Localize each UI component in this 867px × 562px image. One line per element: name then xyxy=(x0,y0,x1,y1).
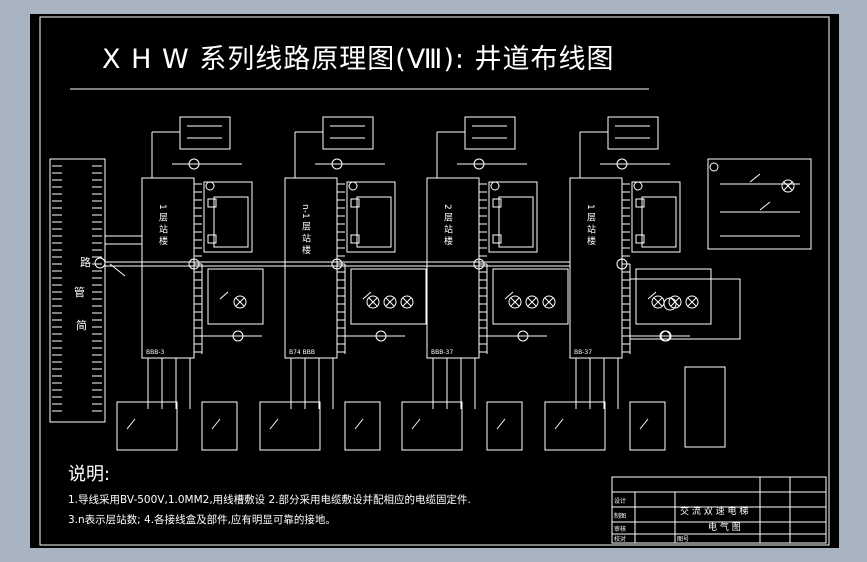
note-line-2: 3.n表示层站数; 4.各接线盒及部件,应有明显可靠的接地。 xyxy=(68,513,336,526)
floor-unit-label: 1 层 站 楼 xyxy=(585,204,596,246)
floor-unit-code: BBB-3 xyxy=(146,349,165,356)
floor-unit-code: BB-37 xyxy=(574,349,592,356)
tb-drawing: 电 气 图 xyxy=(708,521,741,533)
tb-label-design: 设计 xyxy=(614,497,626,505)
controller-label-1: 路 xyxy=(80,256,91,269)
floor-unit-code: BBB-37 xyxy=(431,349,453,356)
controller-cabinet: 路 管 简 xyxy=(49,158,106,423)
tb-label-draw: 制图 xyxy=(614,512,626,520)
floor-unit-label: n-1 层 站 楼 xyxy=(300,204,311,255)
floor-unit-3: 2 层 站 楼 BBB-37 xyxy=(401,116,569,451)
floor-unit-label: 1 层 站 楼 xyxy=(157,204,168,246)
wiring-diagram: X H W 系列线路原理图(Ⅷ): 井道布线图 路 管 简 1 层 站 楼 BBB… xyxy=(39,16,830,546)
floor-unit-code: B74 BBB xyxy=(289,349,315,356)
floor-unit-4: 1 层 站 楼 BB-37 xyxy=(544,116,712,451)
drawing-sheet: X H W 系列线路原理图(Ⅷ): 井道布线图 路 管 简 1 层 站 楼 BBB… xyxy=(30,14,839,548)
title-block: 设计 制图 审核 校对 图号 交 流 双 速 电 梯 电 气 图 xyxy=(611,476,827,544)
tb-label-proof: 校对 xyxy=(614,535,626,543)
drawing-border xyxy=(39,16,830,546)
pit-switch-boxes xyxy=(629,278,741,448)
controller-label-2: 管 xyxy=(74,285,85,299)
tb-project: 交 流 双 速 电 梯 xyxy=(680,505,748,517)
floor-unit-1: 1 层 站 楼 BBB-3 xyxy=(116,116,264,451)
drawing-title: X H W 系列线路原理图(Ⅷ): 井道布线图 xyxy=(102,44,615,75)
floor-unit-label: 2 层 站 楼 xyxy=(442,204,453,246)
door-interlock-circuit xyxy=(707,158,812,250)
floor-unit-2: n-1 层 站 楼 B74 BBB xyxy=(259,116,427,451)
note-line-1: 1.导线采用BV-500V,1.0MM2,用线槽敷设 2.部分采用电缆敷设并配相… xyxy=(68,493,471,506)
tb-label-check: 审核 xyxy=(614,525,626,533)
controller-label-3: 简 xyxy=(76,318,87,332)
notes-heading: 说明: xyxy=(68,464,110,485)
tb-label-number: 图号 xyxy=(677,536,689,543)
